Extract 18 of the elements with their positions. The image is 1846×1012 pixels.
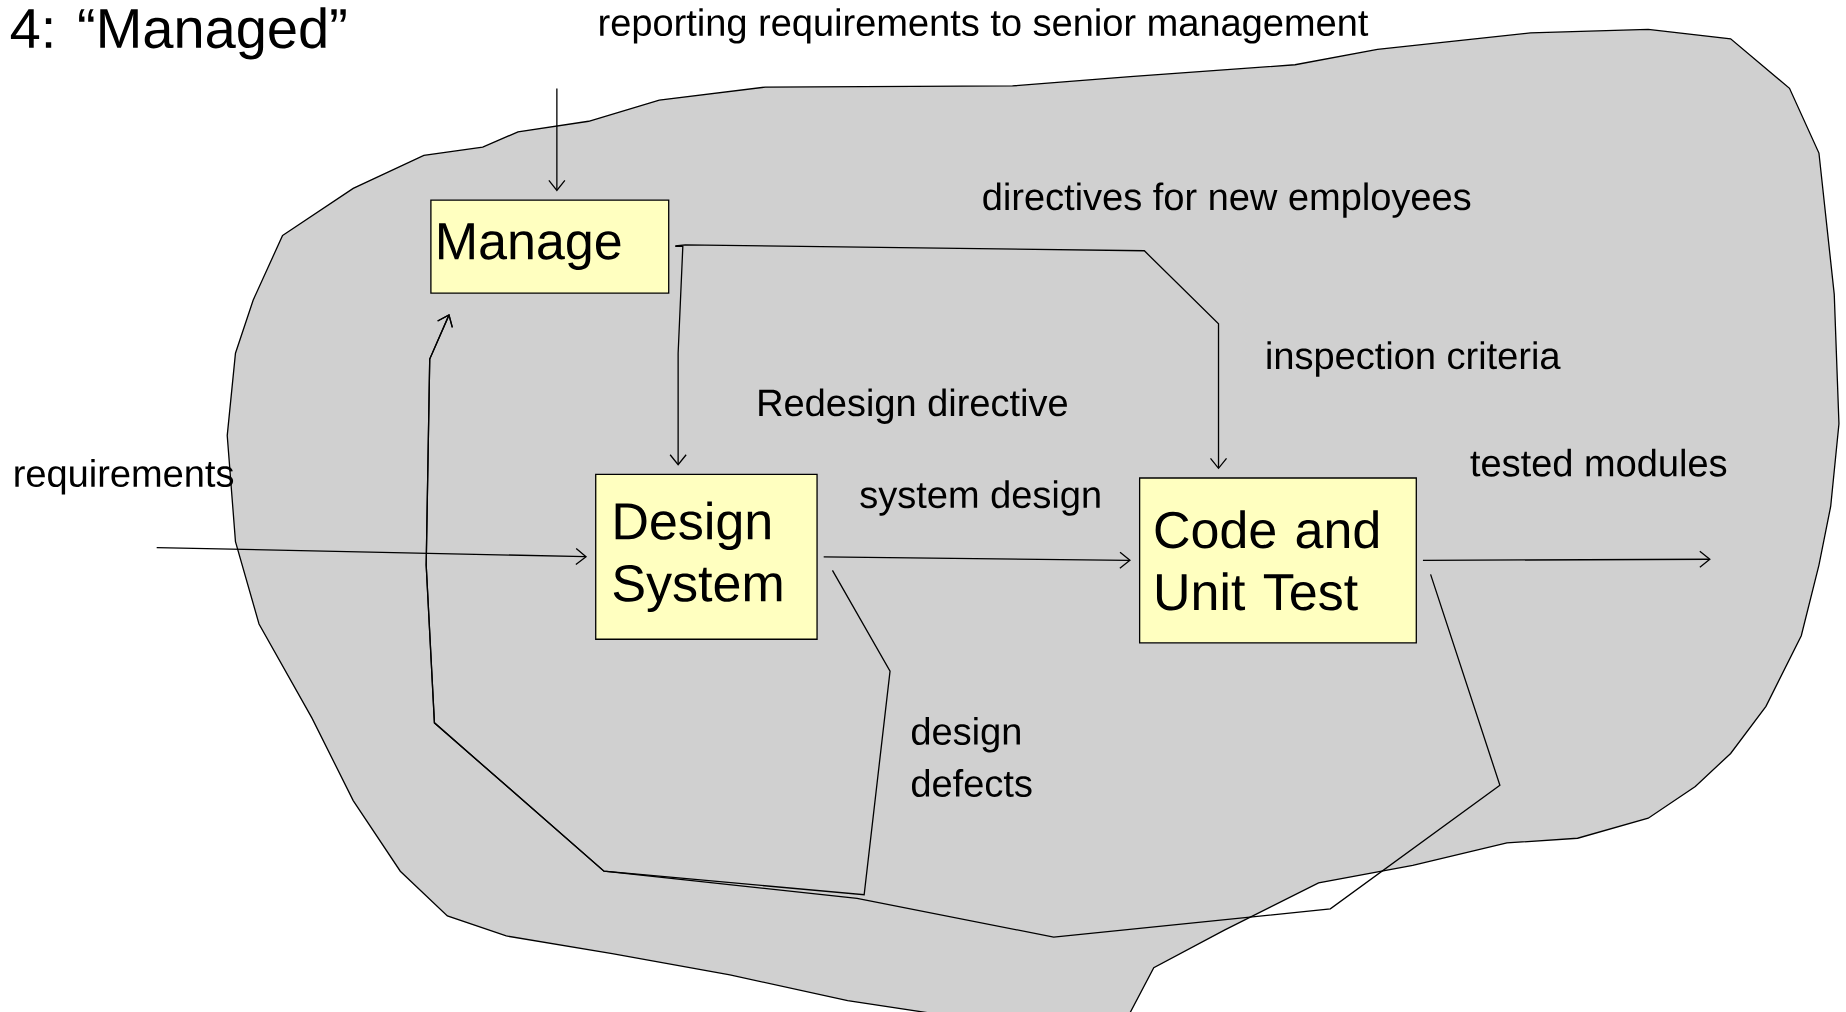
edge-label: system design: [860, 480, 1100, 516]
edge-label: Redesign directive: [759, 388, 1067, 424]
arrow: [425, 313, 1501, 938]
arrow: [674, 244, 1228, 470]
edge-label: tested modules: [1470, 448, 1727, 477]
process-box: Code and Unit Test: [1139, 477, 1417, 644]
process-box: Design System: [595, 473, 818, 640]
edge-label: inspection criteria: [1267, 341, 1561, 377]
arrow: [1422, 550, 1711, 568]
arrow: [156, 546, 588, 565]
process-box: Manage: [430, 199, 670, 294]
edge-label: design defects: [912, 716, 1032, 797]
arrow: [548, 87, 566, 192]
annotation: directives for new employees: [983, 182, 1471, 218]
arrow: [823, 551, 1131, 569]
edge-label: reporting requirements to senior management: [600, 7, 1369, 44]
arrow: [669, 245, 687, 466]
title: 4: “Managed”: [10, 7, 346, 60]
